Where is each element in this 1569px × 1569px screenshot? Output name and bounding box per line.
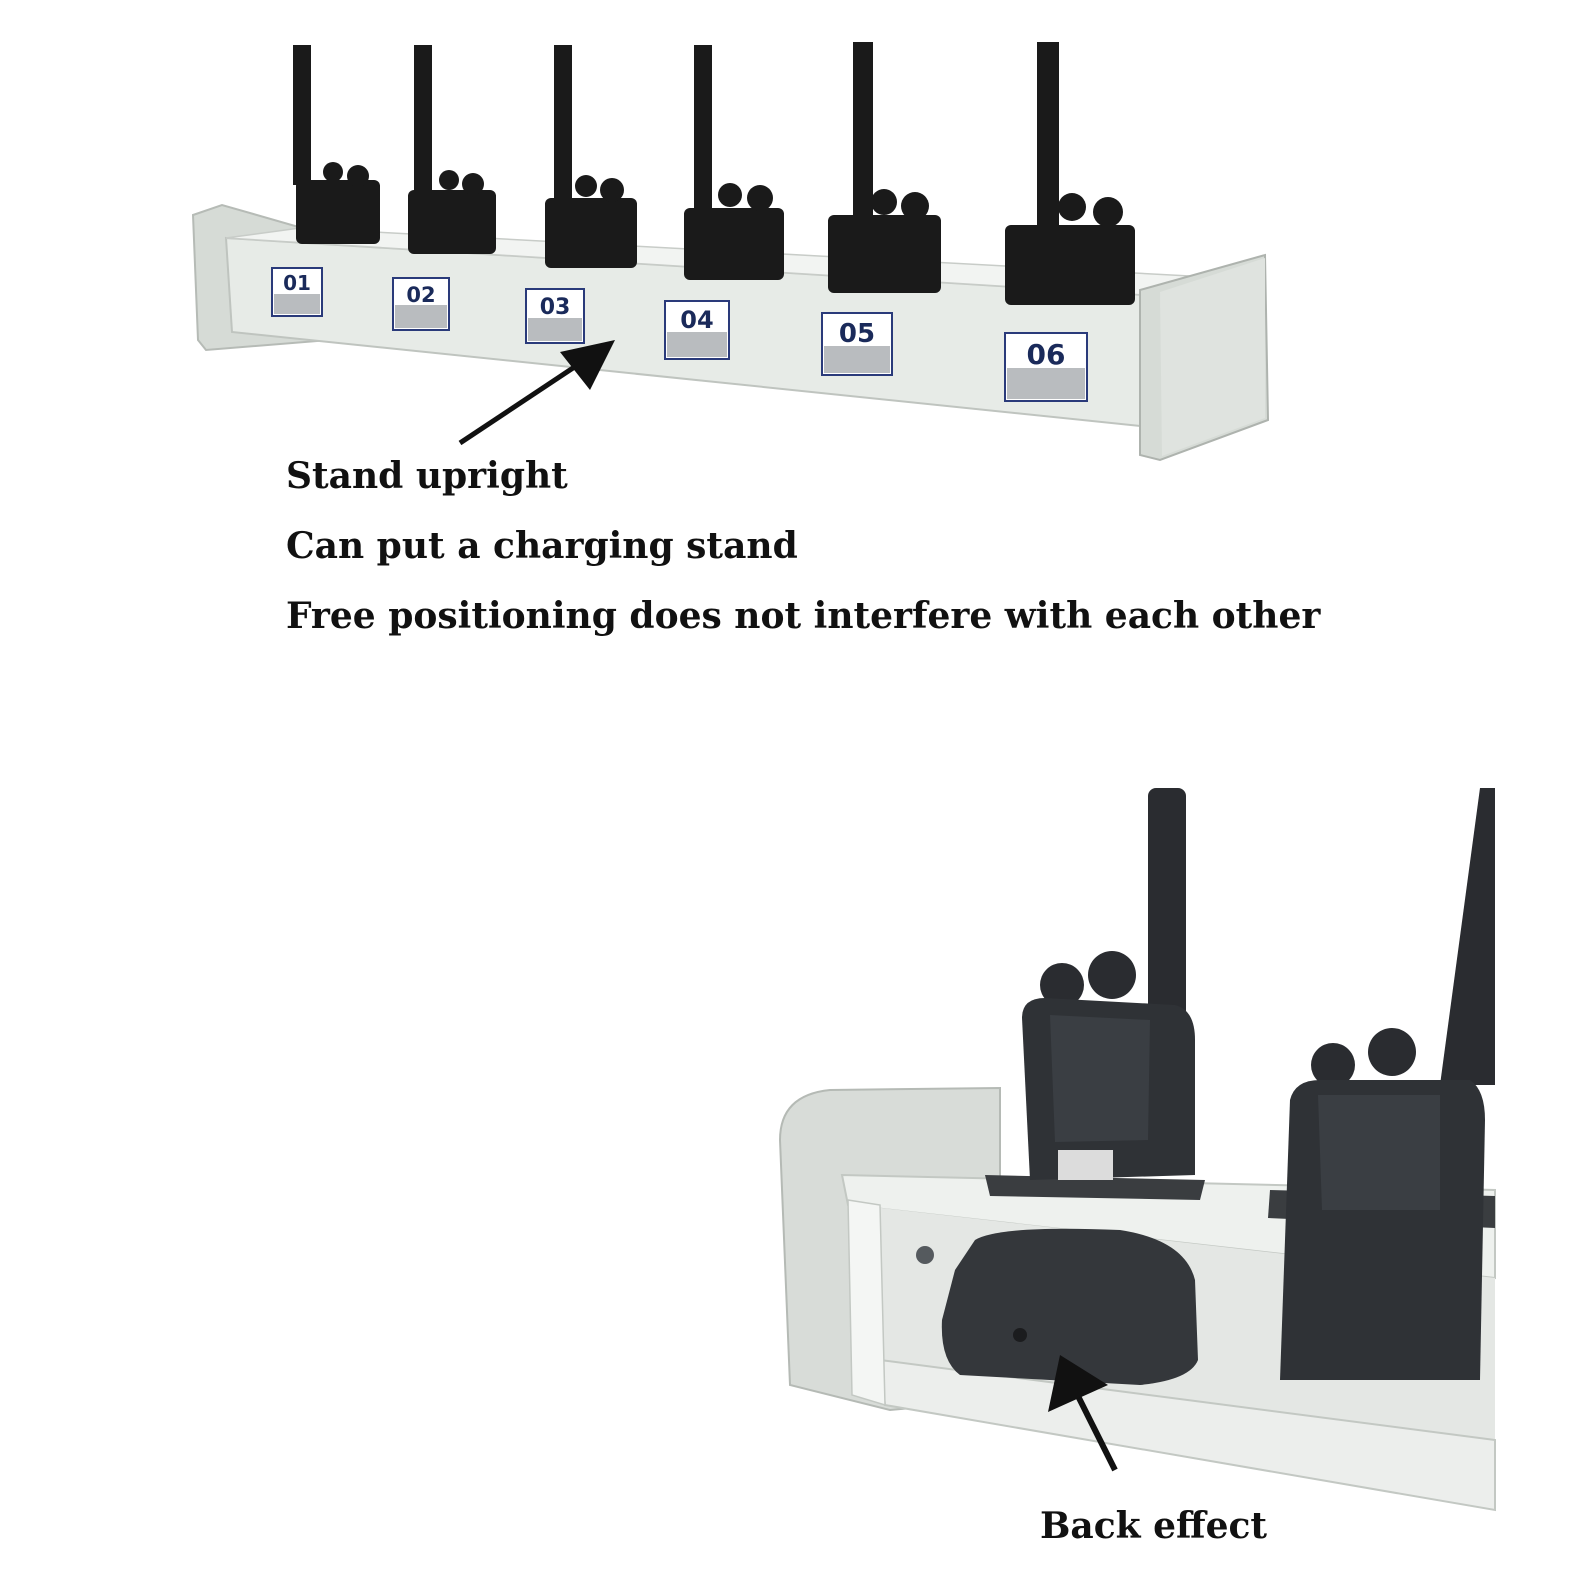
caption-back-effect: Back effect [1040, 1505, 1268, 1547]
caption-charging-stand: Can put a charging stand [286, 525, 798, 567]
arrow-icon [458, 340, 615, 446]
slot-label-06: 06 [1004, 332, 1088, 402]
walkie-talkie-icon [1022, 788, 1195, 1180]
charging-stand [916, 1228, 1198, 1385]
walkie-talkie-icon [293, 45, 380, 244]
walkie-talkie-icon [1005, 42, 1135, 305]
walkie-talkie-icon [408, 45, 496, 254]
walkie-talkie-icon [828, 42, 941, 293]
slot-label-05: 05 [821, 312, 893, 376]
front-view-illustration: 01 02 03 04 05 06 [191, 42, 1270, 462]
slot-label-04: 04 [664, 300, 730, 360]
walkie-talkie-icon [684, 45, 784, 280]
slot-label-02: 02 [392, 277, 450, 331]
caption-stand-upright: Stand upright [286, 455, 568, 497]
caption-free-positioning: Free positioning does not interfere with… [286, 595, 1321, 637]
svg-text:04: 04 [680, 306, 713, 334]
walkie-talkie-icon [545, 45, 637, 268]
svg-text:01: 01 [283, 271, 311, 295]
svg-text:03: 03 [540, 295, 571, 320]
svg-text:02: 02 [406, 283, 435, 307]
svg-text:06: 06 [1027, 338, 1066, 371]
svg-text:05: 05 [839, 319, 875, 349]
slot-label-01: 01 [271, 267, 323, 317]
arrow-icon [1048, 1355, 1118, 1472]
walkie-talkie-icon [1280, 788, 1495, 1380]
slot-label-03: 03 [525, 288, 585, 344]
